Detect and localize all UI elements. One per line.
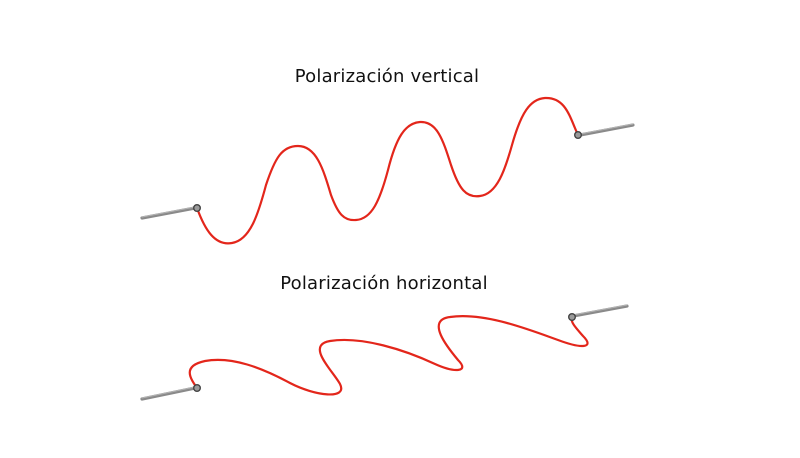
- vertical-right-joint: [574, 130, 583, 139]
- vertical-left-rod: [140, 206, 197, 220]
- horizontal-left-joint: [192, 384, 201, 393]
- vertical-wave: [195, 96, 580, 245]
- vertical-polarization-title: Polarización vertical: [294, 66, 480, 87]
- horizontal-polarization-figure: [140, 304, 629, 401]
- horizontal-wave: [188, 315, 589, 396]
- vertical-right-rod: [578, 123, 635, 137]
- horizontal-right-rod: [571, 304, 629, 318]
- horizontal-left-rod-highlight: [141, 386, 196, 399]
- horizontal-right-rod-highlight: [572, 304, 628, 316]
- horizontal-right-joint: [568, 313, 577, 322]
- vertical-polarization-figure: [140, 96, 635, 245]
- horizontal-left-rod: [140, 386, 197, 401]
- vertical-left-rod-highlight: [141, 206, 196, 218]
- horizontal-polarization-title: Polarización horizontal: [280, 273, 488, 294]
- vertical-left-joint: [192, 203, 201, 212]
- vertical-right-rod-highlight: [579, 123, 634, 135]
